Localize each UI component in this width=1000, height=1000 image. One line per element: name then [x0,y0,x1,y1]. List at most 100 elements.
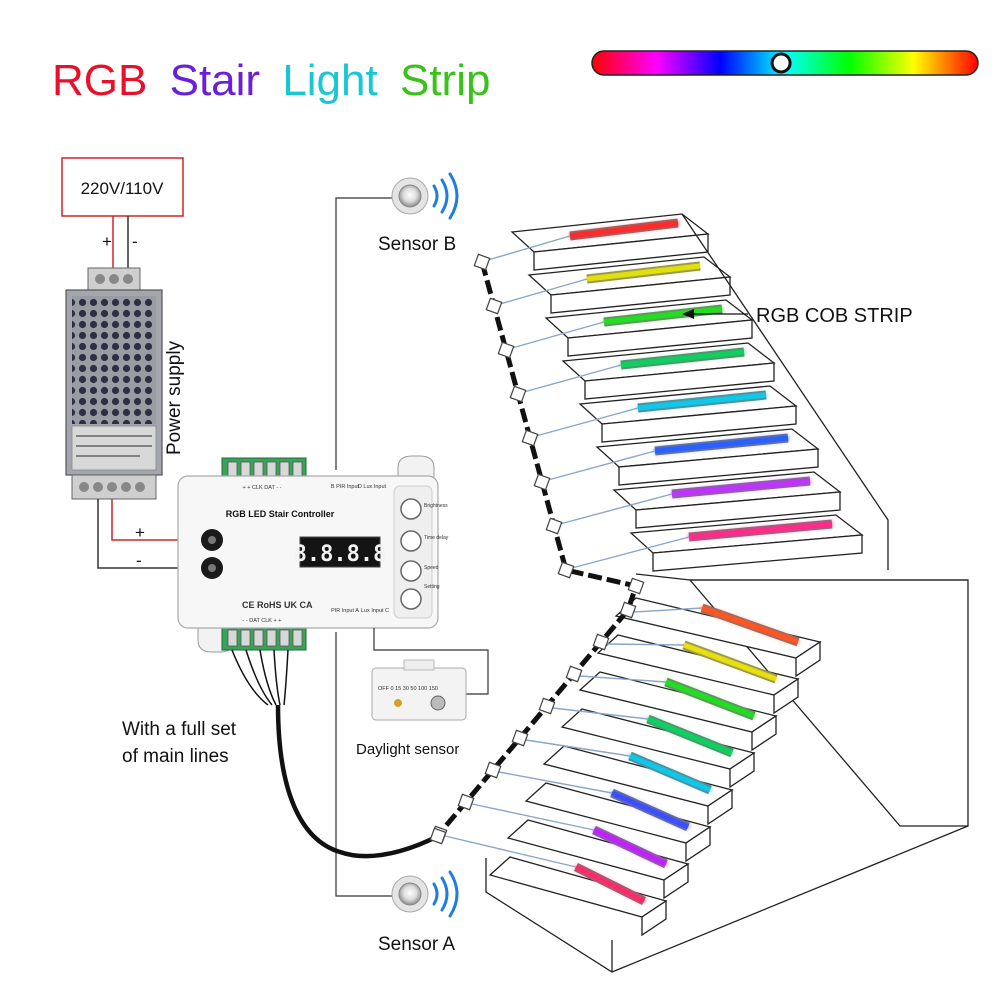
lower-strip-wire [525,739,631,757]
sensor-b [391,172,459,220]
daylight-scale: OFF 0 15 30 50 100 150 [378,686,438,692]
bus-connector [509,385,527,403]
bus-connector [565,665,583,683]
upper-strip-wire [499,278,588,305]
lower-step-riser [751,714,777,752]
title-word-stair: Stair [170,56,260,105]
bus-connector [538,697,556,715]
upper-strip-wire [571,536,690,569]
mains-plus-label: + [102,232,112,251]
bus-connector [511,729,529,747]
signal-waves-icon [432,870,459,918]
daylight-sensor: OFF 0 15 30 50 100 150 [371,659,467,721]
controller-lux-d-label: D Lux Input [358,484,387,490]
upper-strip-wire [559,493,673,525]
bus-connector [592,633,610,651]
bus-connector [485,297,503,315]
lower-step-riser [707,788,733,826]
certification-marks: CE RoHS UK CA [242,600,313,610]
lower-strip-wire [498,771,613,794]
lower-step-riser [795,640,821,678]
controller-button-time-delay[interactable]: Time delay [400,530,449,552]
upper-strip-wire [511,321,605,349]
upper-step-riser [618,448,819,486]
lower-cob-strip [574,864,646,904]
upper-cob-strip [654,435,789,454]
upper-step-riser [601,405,797,443]
upper-step-riser [567,319,753,357]
button-label-brightness: Brightness [424,503,448,509]
stair-controller: + + CLK DAT - - - - DAT CLK + + RGB LED … [177,455,449,653]
sensor-b-label: Sensor B [378,234,456,255]
upper-cob-strip [637,392,767,411]
staircase [429,213,969,973]
lower-strip-wire [471,803,595,831]
lower-cob-strip [665,679,755,719]
bus-connector [429,827,447,845]
lower-cob-strip [683,642,777,682]
upper-cob-strip [688,521,833,540]
main-lines-label-1: With a full set [122,719,237,740]
lower-cob-strip [610,790,690,830]
cob-strip-arrow-icon [682,309,694,319]
title-word-strip: Strip [400,56,490,105]
upper-strip-wire [523,364,622,393]
controller-top-terminal-label: + + CLK DAT - - [243,485,282,491]
lower-strip-wire [633,607,703,613]
mains-input-box: 220V/110V [61,157,184,217]
bus-connector [533,473,551,491]
sensor-a [391,870,459,918]
lower-strip-wire [444,835,577,868]
signal-waves-icon [432,172,459,220]
upper-cob-strip [671,478,811,497]
upper-strip-wire [535,407,639,437]
diagram-title: RGB Stair Light Strip [52,56,490,105]
bus-connector [497,341,515,359]
button-label-time-delay: Time delay [424,535,449,541]
title-word-light: Light [282,56,377,105]
controller-lux-c-label: Lux Input C [361,608,389,614]
controller-button-speed[interactable]: Speed [400,560,439,582]
upper-strip-wire [547,450,656,481]
upper-step-riser [652,534,863,572]
bus-connector [545,517,563,535]
controller-bottom-terminal-label: - - DAT CLK + + [243,618,282,624]
lower-strip-wire [579,675,667,683]
title-word-rgb: RGB [52,56,147,105]
upper-cob-strip [603,306,723,325]
controller-pir-b-label: B PIR Input [331,484,360,490]
controller-pir-a-label: PIR Input A [331,608,359,614]
lower-step-riser [641,899,667,937]
lower-flight-base [485,825,969,973]
upper-cob-strip [569,220,679,239]
lower-step-riser [663,862,689,900]
sensor-a-label: Sensor A [378,934,455,955]
mains-minus-label: - [132,232,138,251]
main-lines-label-2: of main lines [122,746,229,767]
led-display: 8.8.8.8 [294,542,387,567]
bus-connector [484,761,502,779]
upper-step-riser [635,491,841,529]
controller-button-setting[interactable]: Setting [400,584,440,610]
lower-cob-strip [629,753,711,793]
lower-step-riser [773,677,799,715]
bus-connector [473,253,491,271]
landing-top [635,573,968,581]
dc-minus-label: - [136,551,142,570]
upper-strip-wire [487,235,571,261]
bus-connector [557,561,575,579]
lower-cob-strip [592,827,668,867]
controller-button-brightness[interactable]: Brightness [400,498,448,520]
upper-step-riser [584,362,775,400]
controller-name: RGB LED Stair Controller [226,509,335,519]
bus-connector [521,429,539,447]
rgb-cob-strip-label: RGB COB STRIP [756,305,913,327]
lower-step-riser [729,751,755,789]
daylight-sensor-label: Daylight sensor [356,741,459,758]
bus-connector [627,577,645,595]
power-supply-unit [65,267,163,500]
lower-cob-strip [701,605,799,645]
color-picker-knob [770,52,792,74]
